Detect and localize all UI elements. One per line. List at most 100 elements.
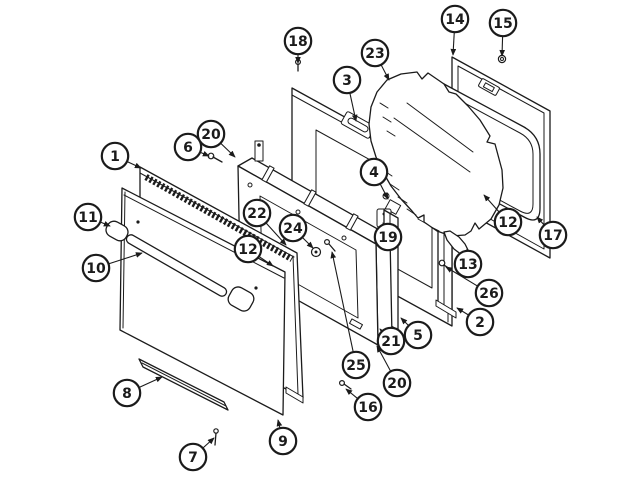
callout-balloon[interactable]: [100, 141, 130, 171]
callout-3-2[interactable]: 3: [332, 65, 362, 122]
callout-5-4[interactable]: 5: [400, 317, 433, 350]
callout-number: 13: [458, 257, 477, 273]
callout-balloon[interactable]: [173, 132, 203, 162]
callout-balloon[interactable]: [242, 198, 272, 228]
leader-line: [126, 161, 142, 169]
fastener-screw-6: [207, 152, 223, 163]
leader-line: [345, 388, 359, 400]
fastener-grommet-24: [310, 246, 322, 258]
leader-line: [301, 236, 314, 249]
leader-line: [349, 92, 358, 122]
callout-number: 26: [479, 286, 498, 302]
callout-17-17[interactable]: 17: [536, 216, 568, 250]
callout-24-25[interactable]: 24: [278, 213, 314, 249]
callout-number: 6: [183, 140, 193, 156]
callout-number: 16: [358, 400, 377, 416]
callout-balloon[interactable]: [359, 157, 389, 187]
callout-balloon[interactable]: [233, 234, 263, 264]
callout-14-14[interactable]: 14: [440, 4, 470, 56]
callout-13-13[interactable]: 13: [453, 248, 483, 279]
callout-balloon[interactable]: [112, 378, 142, 408]
callout-number: 12: [498, 215, 517, 231]
callout-number: 23: [365, 46, 384, 62]
callout-balloon[interactable]: [453, 249, 483, 279]
part-vent-band: [144, 174, 294, 262]
callout-balloon[interactable]: [81, 253, 111, 283]
callout-balloon[interactable]: [178, 442, 208, 472]
leader-line: [202, 437, 215, 449]
callout-12-12[interactable]: 12: [483, 194, 523, 237]
callout-20-21[interactable]: 20: [376, 345, 412, 398]
callout-balloon[interactable]: [403, 320, 433, 350]
callout-balloon[interactable]: [474, 278, 504, 308]
fastener-screw-16: [339, 380, 352, 390]
callout-number: 7: [188, 450, 198, 466]
callout-balloon[interactable]: [373, 222, 403, 252]
callout-11-10[interactable]: 11: [73, 202, 111, 232]
callout-balloon[interactable]: [465, 307, 495, 337]
callout-number: 14: [445, 12, 465, 28]
leader-line: [138, 376, 163, 389]
callout-10-9[interactable]: 10: [81, 252, 143, 283]
callout-balloon[interactable]: [382, 368, 412, 398]
leader-line: [265, 222, 287, 246]
callout-balloon[interactable]: [196, 119, 226, 149]
callout-18-18[interactable]: 18: [283, 26, 313, 64]
leader-line: [330, 251, 354, 353]
callout-19-19[interactable]: 19: [373, 222, 403, 252]
callout-number: 11: [78, 210, 97, 226]
callout-balloon[interactable]: [538, 220, 568, 250]
callout-22-23[interactable]: 22: [242, 198, 287, 246]
callout-balloon[interactable]: [73, 202, 103, 232]
leader-line: [380, 64, 390, 81]
callout-number: 3: [342, 73, 352, 89]
callout-balloon[interactable]: [278, 213, 308, 243]
leader-line: [100, 221, 111, 227]
callout-number: 18: [288, 34, 307, 50]
callout-number: 8: [122, 386, 132, 402]
callout-21-22[interactable]: 21: [376, 326, 406, 356]
callout-balloon[interactable]: [488, 8, 518, 38]
callout-6-5[interactable]: 6: [173, 132, 210, 162]
leader-line: [450, 32, 457, 56]
part-bottom-trim: [138, 358, 229, 411]
callout-number: 20: [201, 127, 221, 143]
callout-number: 24: [283, 221, 303, 237]
callout-16-16[interactable]: 16: [345, 388, 383, 422]
callout-12-11[interactable]: 12: [233, 234, 274, 267]
callout-23-24[interactable]: 23: [360, 38, 390, 81]
callout-balloon[interactable]: [332, 65, 362, 95]
callout-number: 20: [387, 376, 407, 392]
callout-4-3[interactable]: 4: [359, 157, 389, 200]
callout-balloon[interactable]: [493, 207, 523, 237]
callout-20-20[interactable]: 20: [196, 119, 236, 158]
callout-number: 17: [543, 228, 562, 244]
callout-balloon[interactable]: [360, 38, 390, 68]
callout-25-26[interactable]: 25: [330, 251, 371, 380]
callout-balloon[interactable]: [440, 4, 470, 34]
leader-line: [445, 266, 478, 287]
callout-1[interactable]: 1: [100, 141, 142, 171]
callout-number: 10: [86, 261, 106, 277]
callout-9-8[interactable]: 9: [268, 419, 298, 456]
callout-number: 25: [346, 358, 365, 374]
leader-line: [536, 216, 545, 226]
callout-8-7[interactable]: 8: [112, 376, 163, 408]
callout-number: 1: [110, 149, 120, 165]
callout-balloon[interactable]: [341, 350, 371, 380]
callout-7-6[interactable]: 7: [178, 437, 215, 472]
callout-balloon[interactable]: [268, 426, 298, 456]
callout-number: 22: [247, 206, 266, 222]
callout-2-1[interactable]: 2: [456, 307, 495, 337]
callout-balloon[interactable]: [353, 392, 383, 422]
callout-number: 19: [378, 230, 397, 246]
callout-26-27[interactable]: 26: [445, 266, 504, 308]
part-handle-end-cap: [227, 286, 255, 312]
callout-balloon[interactable]: [283, 26, 313, 56]
callout-15-15[interactable]: 15: [488, 8, 518, 57]
leader-line: [379, 183, 389, 200]
callout-balloon[interactable]: [376, 326, 406, 356]
